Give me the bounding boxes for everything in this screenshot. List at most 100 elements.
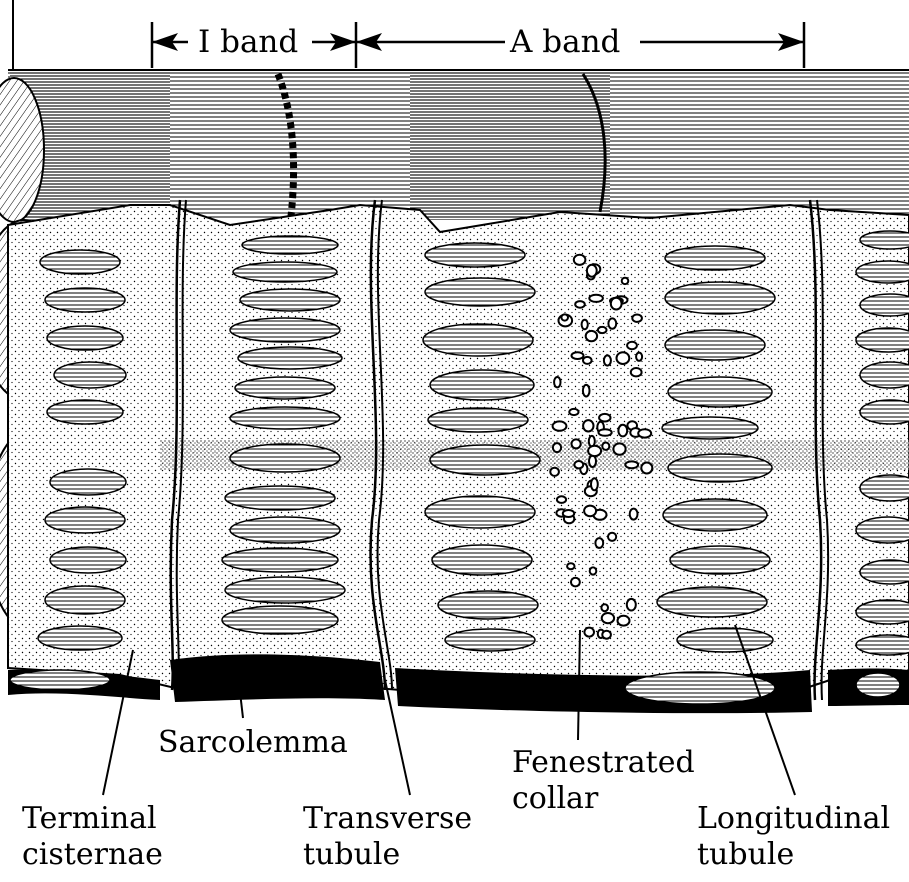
myofibril-dense-center xyxy=(410,70,610,220)
left-tubule xyxy=(45,507,125,533)
collar-pore xyxy=(630,509,638,520)
a-tubule xyxy=(663,499,767,531)
collar-pore xyxy=(572,352,584,359)
collar-pore xyxy=(595,538,603,548)
collar-pore xyxy=(598,327,607,333)
collar-pore xyxy=(618,616,630,626)
i-tubule xyxy=(230,444,340,472)
i-tubule xyxy=(225,486,335,510)
right-tubule xyxy=(856,261,909,283)
collar-pore xyxy=(608,318,616,328)
right-tubule xyxy=(856,517,909,543)
sarcolemma-label: Sarcolemma xyxy=(158,725,348,760)
structure-labels: Sarcolemma Terminal cisternae Transverse… xyxy=(22,725,890,872)
collar-pore xyxy=(627,599,636,611)
a-tubule xyxy=(665,282,775,314)
collar-pore xyxy=(599,414,610,422)
left-tubule xyxy=(40,250,120,274)
collar-pore xyxy=(602,613,614,623)
i-tubule xyxy=(222,548,338,572)
a-tubule xyxy=(665,330,765,360)
a-tubule xyxy=(670,546,770,574)
a-tubule xyxy=(662,417,758,439)
terminal-cisternae-label-line1: Terminal xyxy=(22,801,157,836)
collar-pore xyxy=(583,420,593,431)
collar-pore xyxy=(589,456,596,467)
i-tubule xyxy=(222,606,338,634)
left-tubule xyxy=(47,326,123,350)
a-tubule xyxy=(438,591,538,619)
myofibril-stripes xyxy=(8,70,909,225)
a-tubule xyxy=(428,408,528,432)
i-tubule xyxy=(242,236,338,254)
fenestrated-collar-label-line1: Fenestrated xyxy=(512,745,695,780)
a-tubule xyxy=(677,628,773,652)
right-tubule xyxy=(860,475,909,501)
collar-pore xyxy=(553,421,567,430)
collar-pore xyxy=(583,385,590,397)
left-tubule xyxy=(45,586,125,614)
a-tubule xyxy=(668,454,772,482)
collar-pore xyxy=(584,506,596,517)
right-tubule xyxy=(860,560,909,584)
terminal-cisternae-label-line2: cisternae xyxy=(22,837,163,872)
a-tubule xyxy=(425,243,525,267)
longitudinal-tubule-label-line2: tubule xyxy=(697,837,794,872)
a-tubule xyxy=(425,278,535,306)
a-tubule xyxy=(430,370,534,400)
right-tubule xyxy=(860,231,909,249)
left-tubule xyxy=(50,469,126,495)
i-tubule xyxy=(230,407,340,429)
sarcolemma-dark-i xyxy=(170,654,385,702)
collar-pore xyxy=(584,628,594,637)
transverse-tubule-label-line2: tubule xyxy=(303,837,400,872)
left-tubule xyxy=(50,547,126,573)
a-tubule xyxy=(665,246,765,270)
i-tubule xyxy=(238,347,342,369)
collar-pore xyxy=(602,443,609,450)
a-tubule xyxy=(425,496,535,528)
collar-pore xyxy=(572,439,581,448)
a-band-label: A band xyxy=(509,24,620,60)
collar-pore xyxy=(599,429,612,436)
collar-pore xyxy=(608,533,616,541)
i-tubule xyxy=(225,577,345,603)
i-band-label: I band xyxy=(198,24,298,60)
longitudinal-tubule-label-line1: Longitudinal xyxy=(697,801,890,836)
right-tubule xyxy=(860,400,909,424)
collar-pore xyxy=(553,443,561,452)
i-tubule xyxy=(230,318,340,342)
i-tubule xyxy=(233,262,337,282)
i-tubule xyxy=(235,377,335,399)
left-tubule xyxy=(38,626,122,650)
sarcolemma-vesicle-right xyxy=(856,673,900,697)
a-tubule xyxy=(668,377,772,407)
collar-pore xyxy=(627,342,637,349)
collar-pore xyxy=(557,496,566,503)
collar-pore xyxy=(550,468,559,476)
left-tubule xyxy=(45,288,125,312)
right-tubule xyxy=(856,635,909,655)
collar-pore xyxy=(617,352,630,364)
left-tubule xyxy=(54,362,126,388)
sarcolemma-vesicle-left xyxy=(10,670,110,690)
a-tubule xyxy=(445,629,535,651)
fenestrated-collar-label-line2: collar xyxy=(512,781,599,816)
a-tubule xyxy=(432,545,532,575)
collar-pore xyxy=(631,368,642,376)
a-tubule xyxy=(430,445,540,475)
right-tubule xyxy=(860,362,909,388)
collar-pore xyxy=(575,301,585,308)
collar-pore xyxy=(589,295,603,302)
right-tubule xyxy=(856,328,909,352)
collar-pore xyxy=(586,331,597,341)
collar-pore xyxy=(590,567,597,574)
collar-pore xyxy=(574,461,583,468)
left-tubule xyxy=(47,400,123,424)
collar-pore xyxy=(561,314,568,320)
collar-pore xyxy=(625,461,638,468)
i-tubule xyxy=(240,289,340,311)
band-scale: I band A band xyxy=(13,0,804,72)
collar-pore xyxy=(601,604,608,611)
